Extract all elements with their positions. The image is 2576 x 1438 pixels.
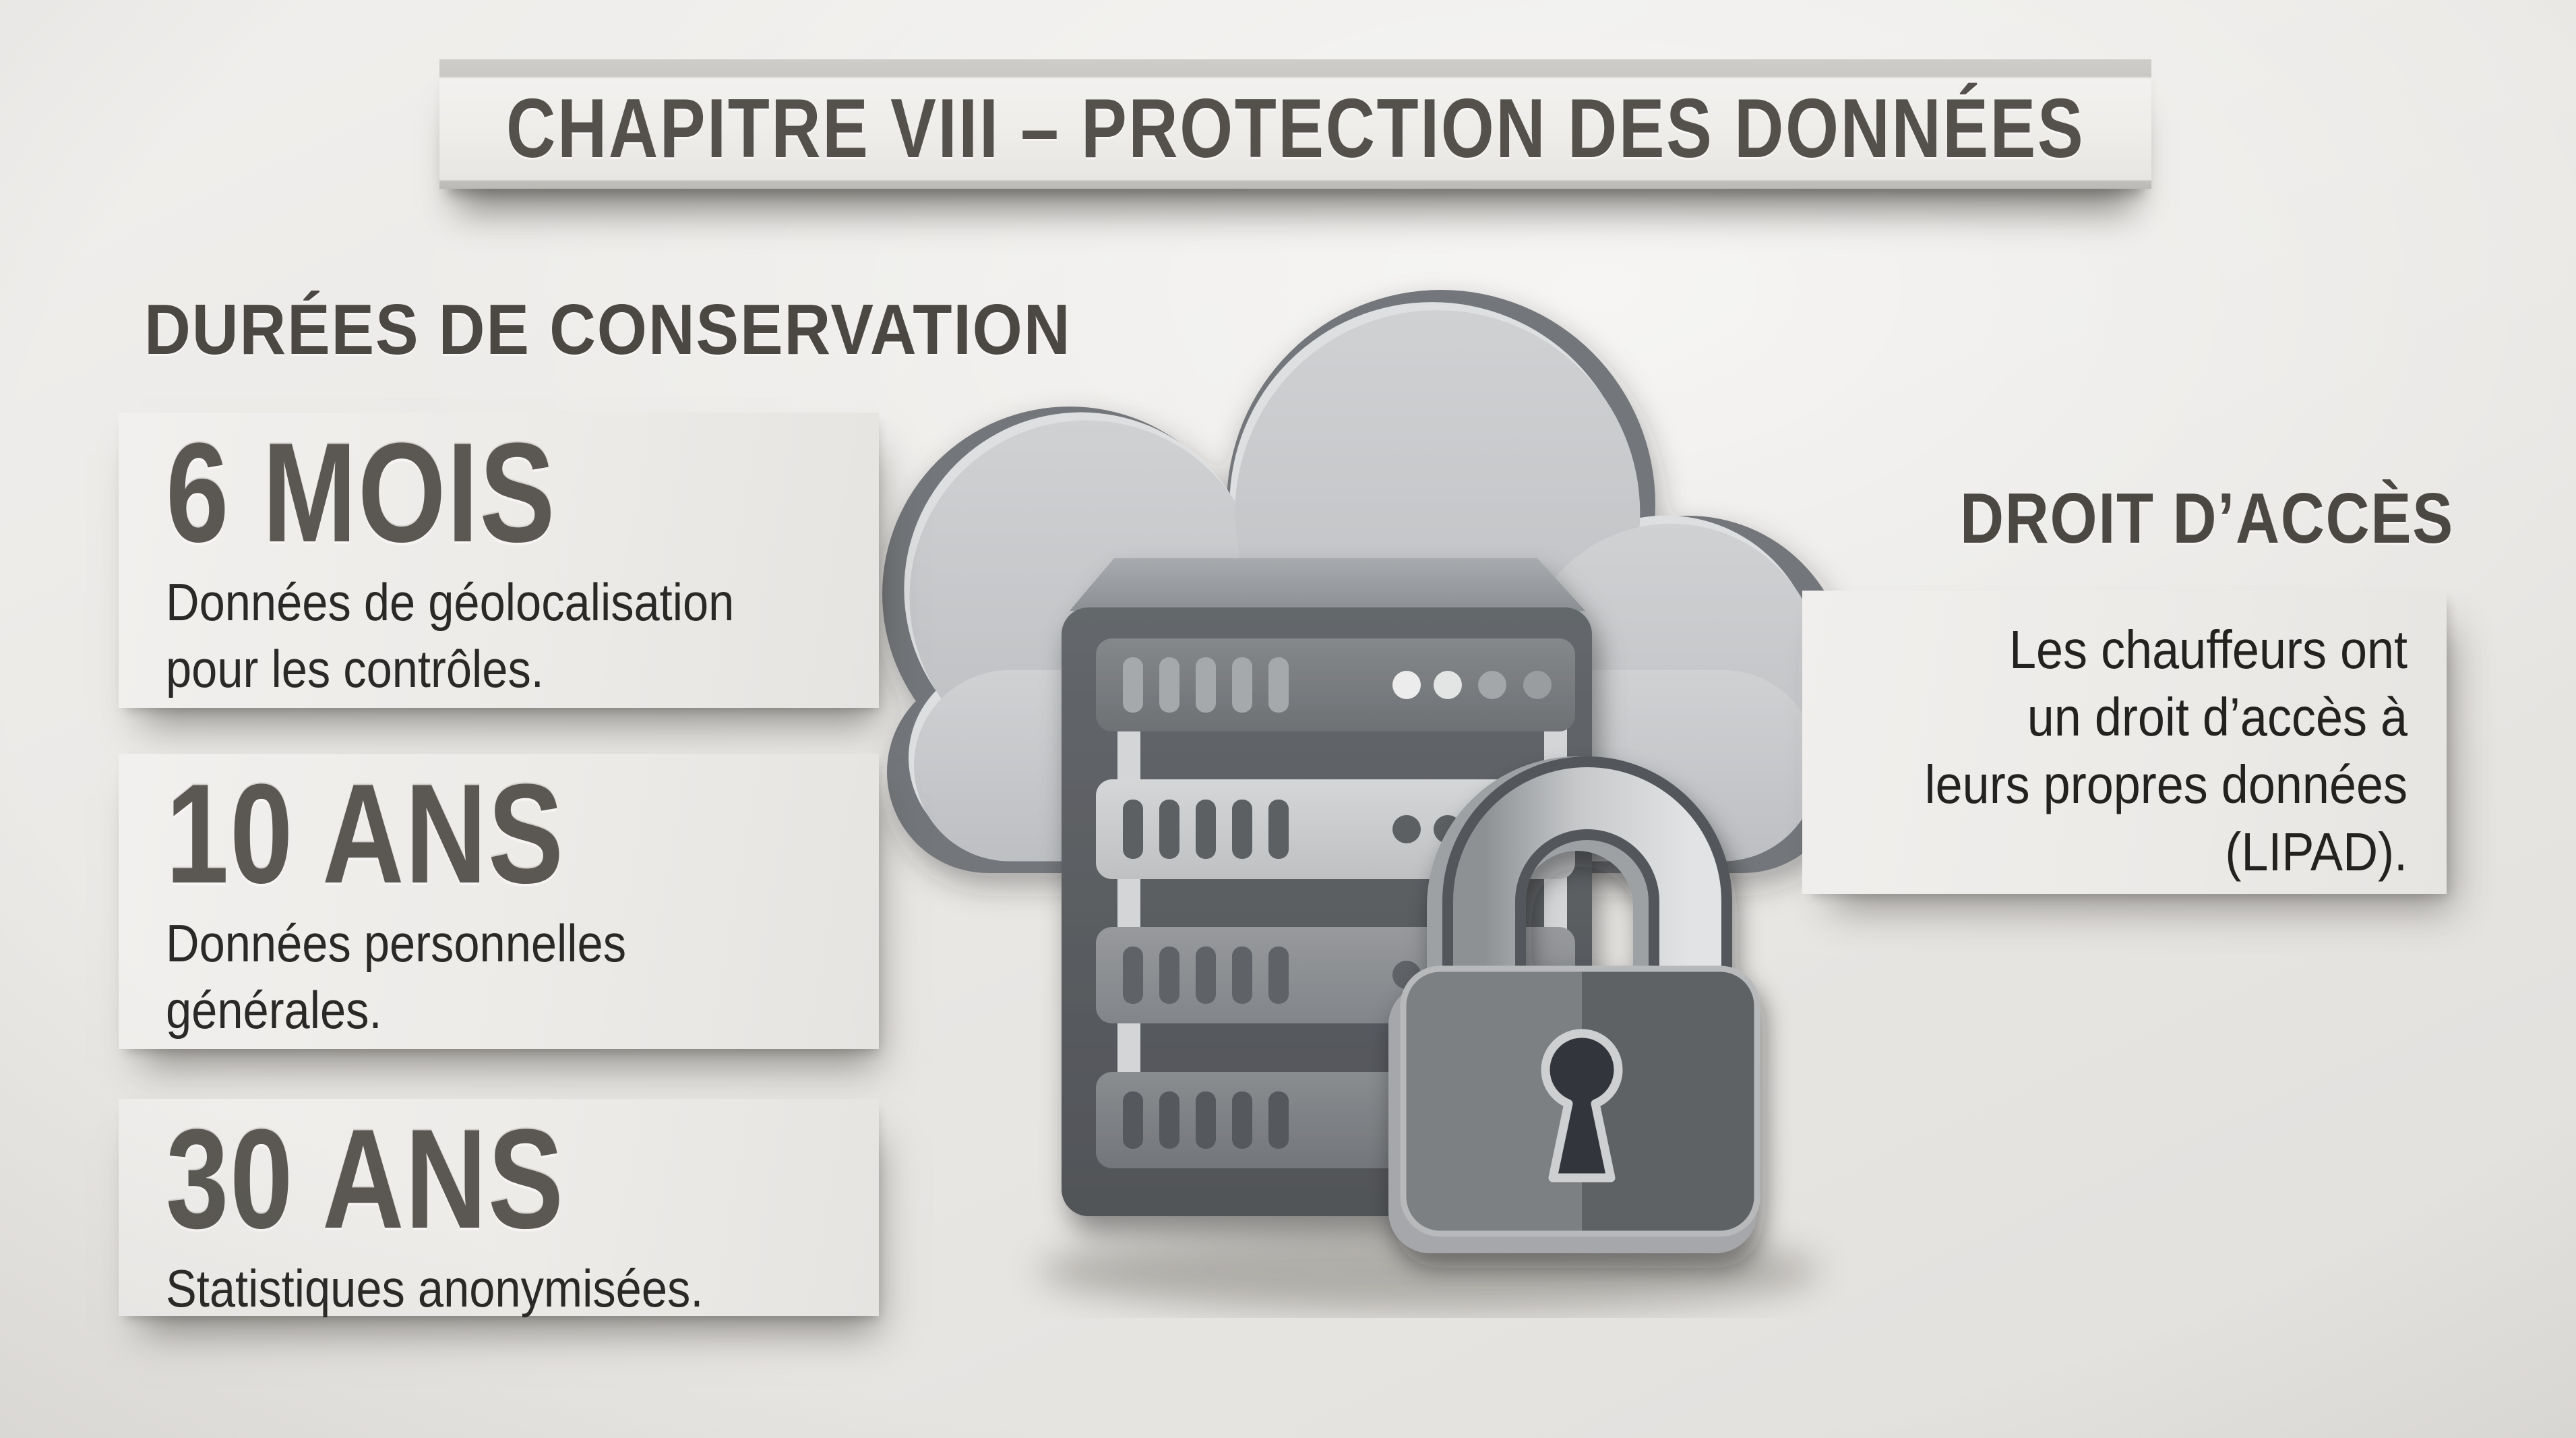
access-rights-card: Les chauffeurs ont un droit d’accès à le… bbox=[1802, 585, 2465, 903]
duration-label: 6 MOIS bbox=[166, 413, 557, 572]
title-banner: CHAPITRE VIII – PROTECTION DES DONNÉES bbox=[439, 59, 2151, 189]
duration-description: Données personnelles générales. bbox=[166, 913, 627, 1040]
card-spine bbox=[2440, 585, 2465, 903]
card-spine bbox=[101, 406, 125, 717]
card-spine bbox=[101, 1092, 125, 1325]
retention-card-6-mois: 6 MOIS Données de géolocalisation pour l… bbox=[101, 406, 879, 717]
retention-card-30-ans: 30 ANS Statistiques anonymisées. bbox=[101, 1092, 879, 1325]
cloud-server-lock-illustration bbox=[882, 290, 1849, 1311]
keyhole bbox=[1541, 1029, 1623, 1182]
duration-description: Statistiques anonymisées. bbox=[166, 1259, 704, 1318]
retention-section-heading: DURÉES DE CONSERVATION bbox=[144, 290, 1072, 369]
duration-label: 10 ANS bbox=[166, 754, 565, 913]
page-title: CHAPITRE VIII – PROTECTION DES DONNÉES bbox=[505, 82, 2085, 175]
duration-label: 30 ANS bbox=[166, 1100, 565, 1258]
access-section-heading: DROIT D’ACCÈS bbox=[1960, 479, 2454, 558]
retention-card-10-ans: 10 ANS Données personnelles générales. bbox=[101, 747, 879, 1058]
access-card-text: Les chauffeurs ont un droit d’accès à le… bbox=[1924, 620, 2408, 882]
padlock-icon bbox=[1388, 798, 1760, 1253]
duration-description: Données de géolocalisation pour les cont… bbox=[166, 572, 735, 698]
card-spine bbox=[101, 747, 125, 1058]
